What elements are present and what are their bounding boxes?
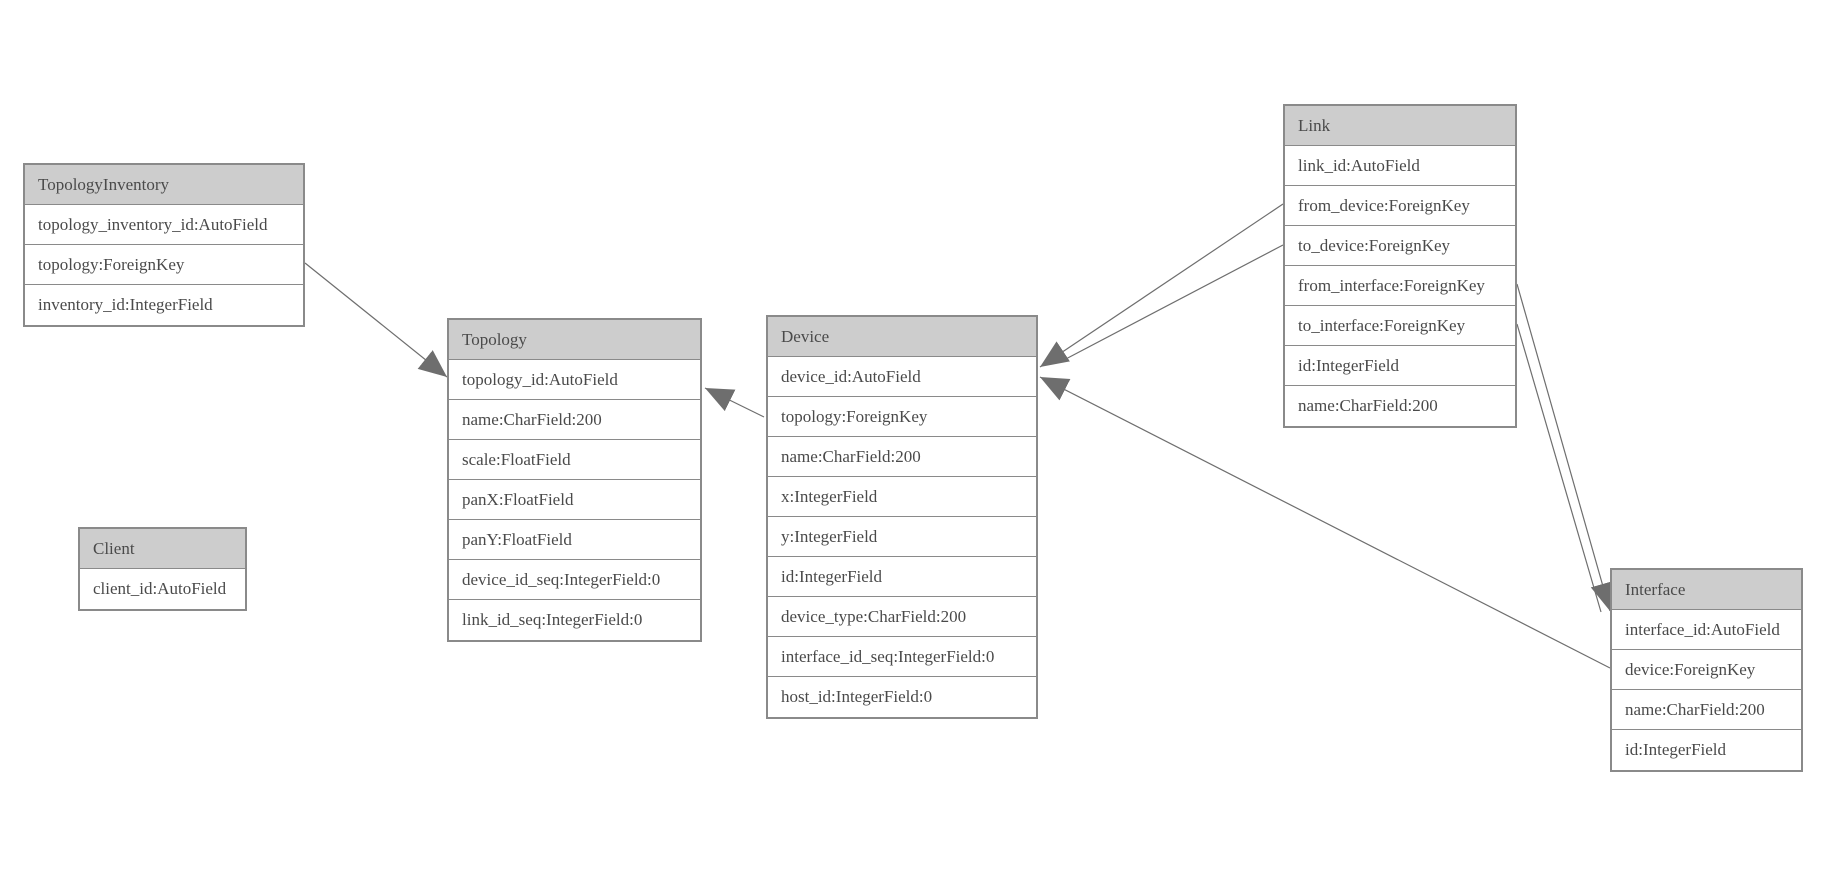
- topology-inventory-field-inventory_id: inventory_id:IntegerField: [25, 285, 303, 325]
- link-field-to_interface: to_interface:ForeignKey: [1285, 306, 1515, 346]
- topology-inventory-table-title: TopologyInventory: [25, 165, 303, 205]
- device-field-x: x:IntegerField: [768, 477, 1036, 517]
- device-field-topology: topology:ForeignKey: [768, 397, 1036, 437]
- link-field-id: id:IntegerField: [1285, 346, 1515, 386]
- device-field-interface_id_seq: interface_id_seq:IntegerField:0: [768, 637, 1036, 677]
- client-table-title: Client: [80, 529, 245, 569]
- topology-field-topology_id: topology_id:AutoField: [449, 360, 700, 400]
- topology-field-panX: panX:FloatField: [449, 480, 700, 520]
- topology-field-name: name:CharField:200: [449, 400, 700, 440]
- link-field-name: name:CharField:200: [1285, 386, 1515, 426]
- link-field-from_device: from_device:ForeignKey: [1285, 186, 1515, 226]
- topology-field-scale: scale:FloatField: [449, 440, 700, 480]
- device-table-title: Device: [768, 317, 1036, 357]
- link-table-title: Link: [1285, 106, 1515, 146]
- interface-field-id: id:IntegerField: [1612, 730, 1801, 770]
- device-field-host_id: host_id:IntegerField:0: [768, 677, 1036, 717]
- interface-field-device: device:ForeignKey: [1612, 650, 1801, 690]
- device-field-name: name:CharField:200: [768, 437, 1036, 477]
- topology-inventory-field-topology_inventory_id: topology_inventory_id:AutoField: [25, 205, 303, 245]
- relation-line-link-from-device-device: [1039, 203, 1284, 368]
- device-field-device_id: device_id:AutoField: [768, 357, 1036, 397]
- relation-line-link-to-device-device: [1061, 244, 1284, 362]
- device-field-id: id:IntegerField: [768, 557, 1036, 597]
- relation-line-interface-device-device: [1039, 376, 1611, 669]
- topology-field-link_id_seq: link_id_seq:IntegerField:0: [449, 600, 700, 640]
- link-field-from_interface: from_interface:ForeignKey: [1285, 266, 1515, 306]
- link-field-link_id: link_id:AutoField: [1285, 146, 1515, 186]
- topology-field-device_id_seq: device_id_seq:IntegerField:0: [449, 560, 700, 600]
- topology-inventory-field-topology: topology:ForeignKey: [25, 245, 303, 285]
- device-field-y: y:IntegerField: [768, 517, 1036, 557]
- relation-line-topologyinventory-topology: [304, 262, 448, 378]
- topology-field-panY: panY:FloatField: [449, 520, 700, 560]
- topology-table-title: Topology: [449, 320, 700, 360]
- client-field-client_id: client_id:AutoField: [80, 569, 245, 609]
- relation-line-link-from-interface-interface: [1516, 283, 1614, 612]
- interface-field-interface_id: interface_id:AutoField: [1612, 610, 1801, 650]
- device-field-device_type: device_type:CharField:200: [768, 597, 1036, 637]
- interface-field-name: name:CharField:200: [1612, 690, 1801, 730]
- link-field-to_device: to_device:ForeignKey: [1285, 226, 1515, 266]
- relation-line-link-to-interface-interface: [1516, 323, 1602, 613]
- relation-line-device-topology: [704, 387, 765, 418]
- interface-table-title: Interface: [1612, 570, 1801, 610]
